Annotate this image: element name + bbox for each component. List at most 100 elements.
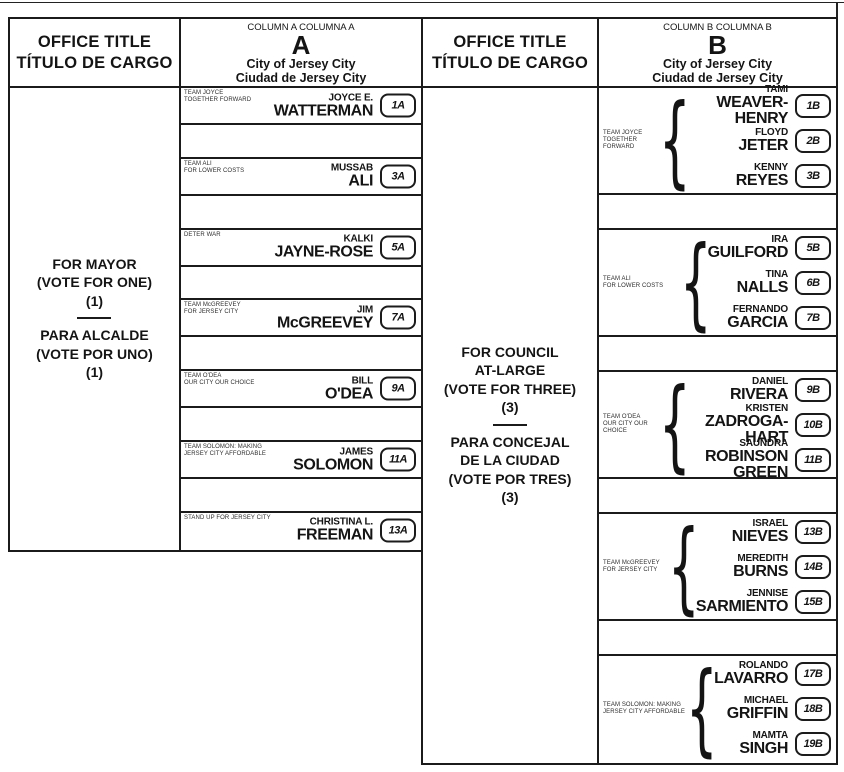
candidate-first-name: FERNANDO xyxy=(732,304,788,315)
candidate-row[interactable]: TEAM SOLOMON: MAKING JERSEY CITY AFFORDA… xyxy=(181,440,421,477)
candidate-first-name: MICHAEL xyxy=(743,695,788,706)
vote-bubble[interactable]: 15B xyxy=(795,589,831,614)
candidate-row[interactable]: SAUNDRA ROBINSON GREEN 11B xyxy=(687,438,831,481)
empty-row xyxy=(181,193,421,228)
vote-bubble[interactable]: 13A xyxy=(380,518,416,543)
candidate-last-name: O'DEA xyxy=(324,385,373,403)
empty-row xyxy=(599,477,836,512)
party-slogan: TEAM SOLOMON: MAKING JERSEY CITY AFFORDA… xyxy=(184,444,267,458)
vote-bubble[interactable]: 9A xyxy=(380,376,416,401)
candidate-last-name: JAYNE-ROSE xyxy=(274,243,373,261)
candidate-first-name: TINA xyxy=(765,269,788,280)
empty-row xyxy=(599,193,836,228)
candidate-last-name: NIEVES xyxy=(731,528,789,545)
office-title-panel-council: OFFICE TITLE TÍTULO DE CARGO FOR COUNCIL… xyxy=(421,17,599,765)
vote-bubble[interactable]: 6B xyxy=(795,270,831,295)
group-brace-icon: { xyxy=(667,507,700,625)
vote-bubble[interactable]: 19B xyxy=(795,731,831,756)
empty-row xyxy=(181,335,421,369)
vote-bubble[interactable]: 11B xyxy=(795,447,831,472)
candidate-row[interactable]: ISRAEL NIEVES 13B xyxy=(696,514,831,549)
party-slogan: TEAM O'DEA OUR CITY OUR CHOICE xyxy=(603,414,648,434)
vote-bubble[interactable]: 2B xyxy=(795,128,831,153)
candidate-first-name: JIM xyxy=(356,304,373,316)
vote-bubble[interactable]: 5A xyxy=(380,235,416,260)
office-title-header: OFFICE TITLE TÍTULO DE CARGO xyxy=(423,19,597,88)
column-b-letter: B xyxy=(708,30,727,60)
candidate-row[interactable]: STAND UP FOR JERSEY CITY CHRISTINA L. FR… xyxy=(181,510,421,548)
vote-bubble[interactable]: 1B xyxy=(795,93,831,118)
candidate-row[interactable]: FLOYD JETER 2B xyxy=(687,123,831,158)
vote-bubble[interactable]: 7B xyxy=(795,305,831,330)
vote-bubble[interactable]: 11A xyxy=(380,447,416,472)
candidate-first-name: KALKI xyxy=(343,233,373,245)
candidate-row[interactable]: TEAM McGREEVEY FOR JERSEY CITY JIM McGRE… xyxy=(181,298,421,335)
empty-row xyxy=(181,264,421,299)
contest-divider xyxy=(492,423,527,426)
candidate-first-name: SAUNDRA xyxy=(739,438,788,449)
candidate-row[interactable]: TINA NALLS 6B xyxy=(708,265,831,300)
candidate-row[interactable]: MICHAEL GRIFFIN 18B xyxy=(714,691,831,726)
candidate-last-name: FREEMAN xyxy=(296,526,374,544)
candidate-last-name: WEAVER-HENRY xyxy=(716,94,788,127)
candidate-row[interactable]: KENNY REYES 3B xyxy=(687,158,831,193)
vote-bubble[interactable]: 17B xyxy=(795,661,831,686)
candidate-row[interactable]: MAMTA SINGH 19B xyxy=(714,726,831,761)
candidate-row[interactable]: TEAM JOYCE TOGETHER FORWARD JOYCE E. WAT… xyxy=(181,88,421,123)
candidate-last-name: RIVERA xyxy=(729,386,788,403)
candidate-last-name: SOLOMON xyxy=(293,456,373,474)
vote-bubble[interactable]: 13B xyxy=(795,519,831,544)
party-slogan: TEAM McGREEVEY FOR JERSEY CITY xyxy=(603,559,660,573)
vote-bubble[interactable]: 5B xyxy=(795,235,831,260)
vote-bubble[interactable]: 1A xyxy=(380,93,416,118)
candidate-last-name: McGREEVEY xyxy=(277,314,373,332)
party-group: TEAM ALI FOR LOWER COSTS { IRA GUILFORD … xyxy=(599,228,836,335)
candidate-row[interactable]: IRA GUILFORD 5B xyxy=(708,230,831,265)
contest-divider xyxy=(77,317,112,319)
vote-bubble[interactable]: 7A xyxy=(380,305,416,330)
vote-bubble[interactable]: 3B xyxy=(795,163,831,188)
vote-bubble[interactable]: 9B xyxy=(795,377,831,402)
column-b-small-label: COLUMN B COLUMNA B xyxy=(663,22,772,33)
candidate-last-name: JETER xyxy=(738,137,788,154)
office-title-panel-mayor: OFFICE TITLE TÍTULO DE CARGO FOR MAYOR (… xyxy=(8,17,181,552)
party-group: TEAM O'DEA OUR CITY OUR CHOICE { DANIEL … xyxy=(599,370,836,481)
column-b-header: COLUMN B COLUMNA B B City of Jersey City… xyxy=(599,19,836,88)
candidate-last-name: ZADROGA-HART xyxy=(704,413,788,446)
candidate-row[interactable]: TEAM ALI FOR LOWER COSTS MUSSAB ALI 3A xyxy=(181,156,421,194)
candidate-first-name: JOYCE E. xyxy=(328,92,373,103)
vote-bubble[interactable]: 14B xyxy=(795,554,831,579)
column-b-body: TEAM JOYCE TOGETHER FORWARD { TAMI WEAVE… xyxy=(599,84,836,761)
candidate-row[interactable]: TEAM O'DEA OUR CITY OUR CHOICE BILL O'DE… xyxy=(181,369,421,406)
empty-row xyxy=(181,477,421,511)
candidate-last-name: LAVARRO xyxy=(714,670,788,687)
candidate-last-name: WATTERMAN xyxy=(273,102,374,119)
ballot-column-a: COLUMN A COLUMNA A A City of Jersey City… xyxy=(179,17,423,552)
empty-row xyxy=(181,123,421,157)
contest-cell-council: FOR COUNCIL AT-LARGE (VOTE FOR THREE) (3… xyxy=(423,88,597,761)
candidate-first-name: JAMES xyxy=(339,446,374,458)
candidate-row[interactable]: KRISTEN ZADROGA-HART 10B xyxy=(687,403,831,446)
candidate-row[interactable]: FERNANDO GARCIA 7B xyxy=(708,300,831,335)
contest-cell-mayor: FOR MAYOR (VOTE FOR ONE) (1) PARA ALCALD… xyxy=(10,88,179,548)
candidate-row[interactable]: ROLANDO LAVARRO 17B xyxy=(714,656,831,691)
candidate-row[interactable]: JENNISE SARMIENTO 15B xyxy=(696,584,831,619)
candidate-row[interactable]: DETER WAR KALKI JAYNE-ROSE 5A xyxy=(181,227,421,265)
party-slogan: STAND UP FOR JERSEY CITY xyxy=(184,514,271,521)
vote-bubble[interactable]: 3A xyxy=(380,164,416,189)
candidate-first-name: DANIEL xyxy=(751,376,788,387)
candidate-last-name: GUILFORD xyxy=(707,244,789,261)
candidate-first-name: MAMTA xyxy=(752,730,789,741)
vote-bubble[interactable]: 18B xyxy=(795,696,831,721)
candidate-first-name: CHRISTINA L. xyxy=(309,516,374,528)
candidate-row[interactable]: DANIEL RIVERA 9B xyxy=(687,372,831,407)
party-slogan: TEAM JOYCE TOGETHER FORWARD xyxy=(603,130,643,150)
candidate-last-name: GRIFFIN xyxy=(726,705,789,722)
candidate-row[interactable]: TAMI WEAVER-HENRY 1B xyxy=(687,84,831,127)
party-group: TEAM McGREEVEY FOR JERSEY CITY { ISRAEL … xyxy=(599,512,836,619)
vote-bubble[interactable]: 10B xyxy=(795,412,831,437)
contest-text-en: FOR COUNCIL AT-LARGE (VOTE FOR THREE) (3… xyxy=(443,343,577,416)
candidate-row[interactable]: MEREDITH BURNS 14B xyxy=(696,549,831,584)
column-a-small-label: COLUMN A COLUMNA A xyxy=(247,22,355,33)
